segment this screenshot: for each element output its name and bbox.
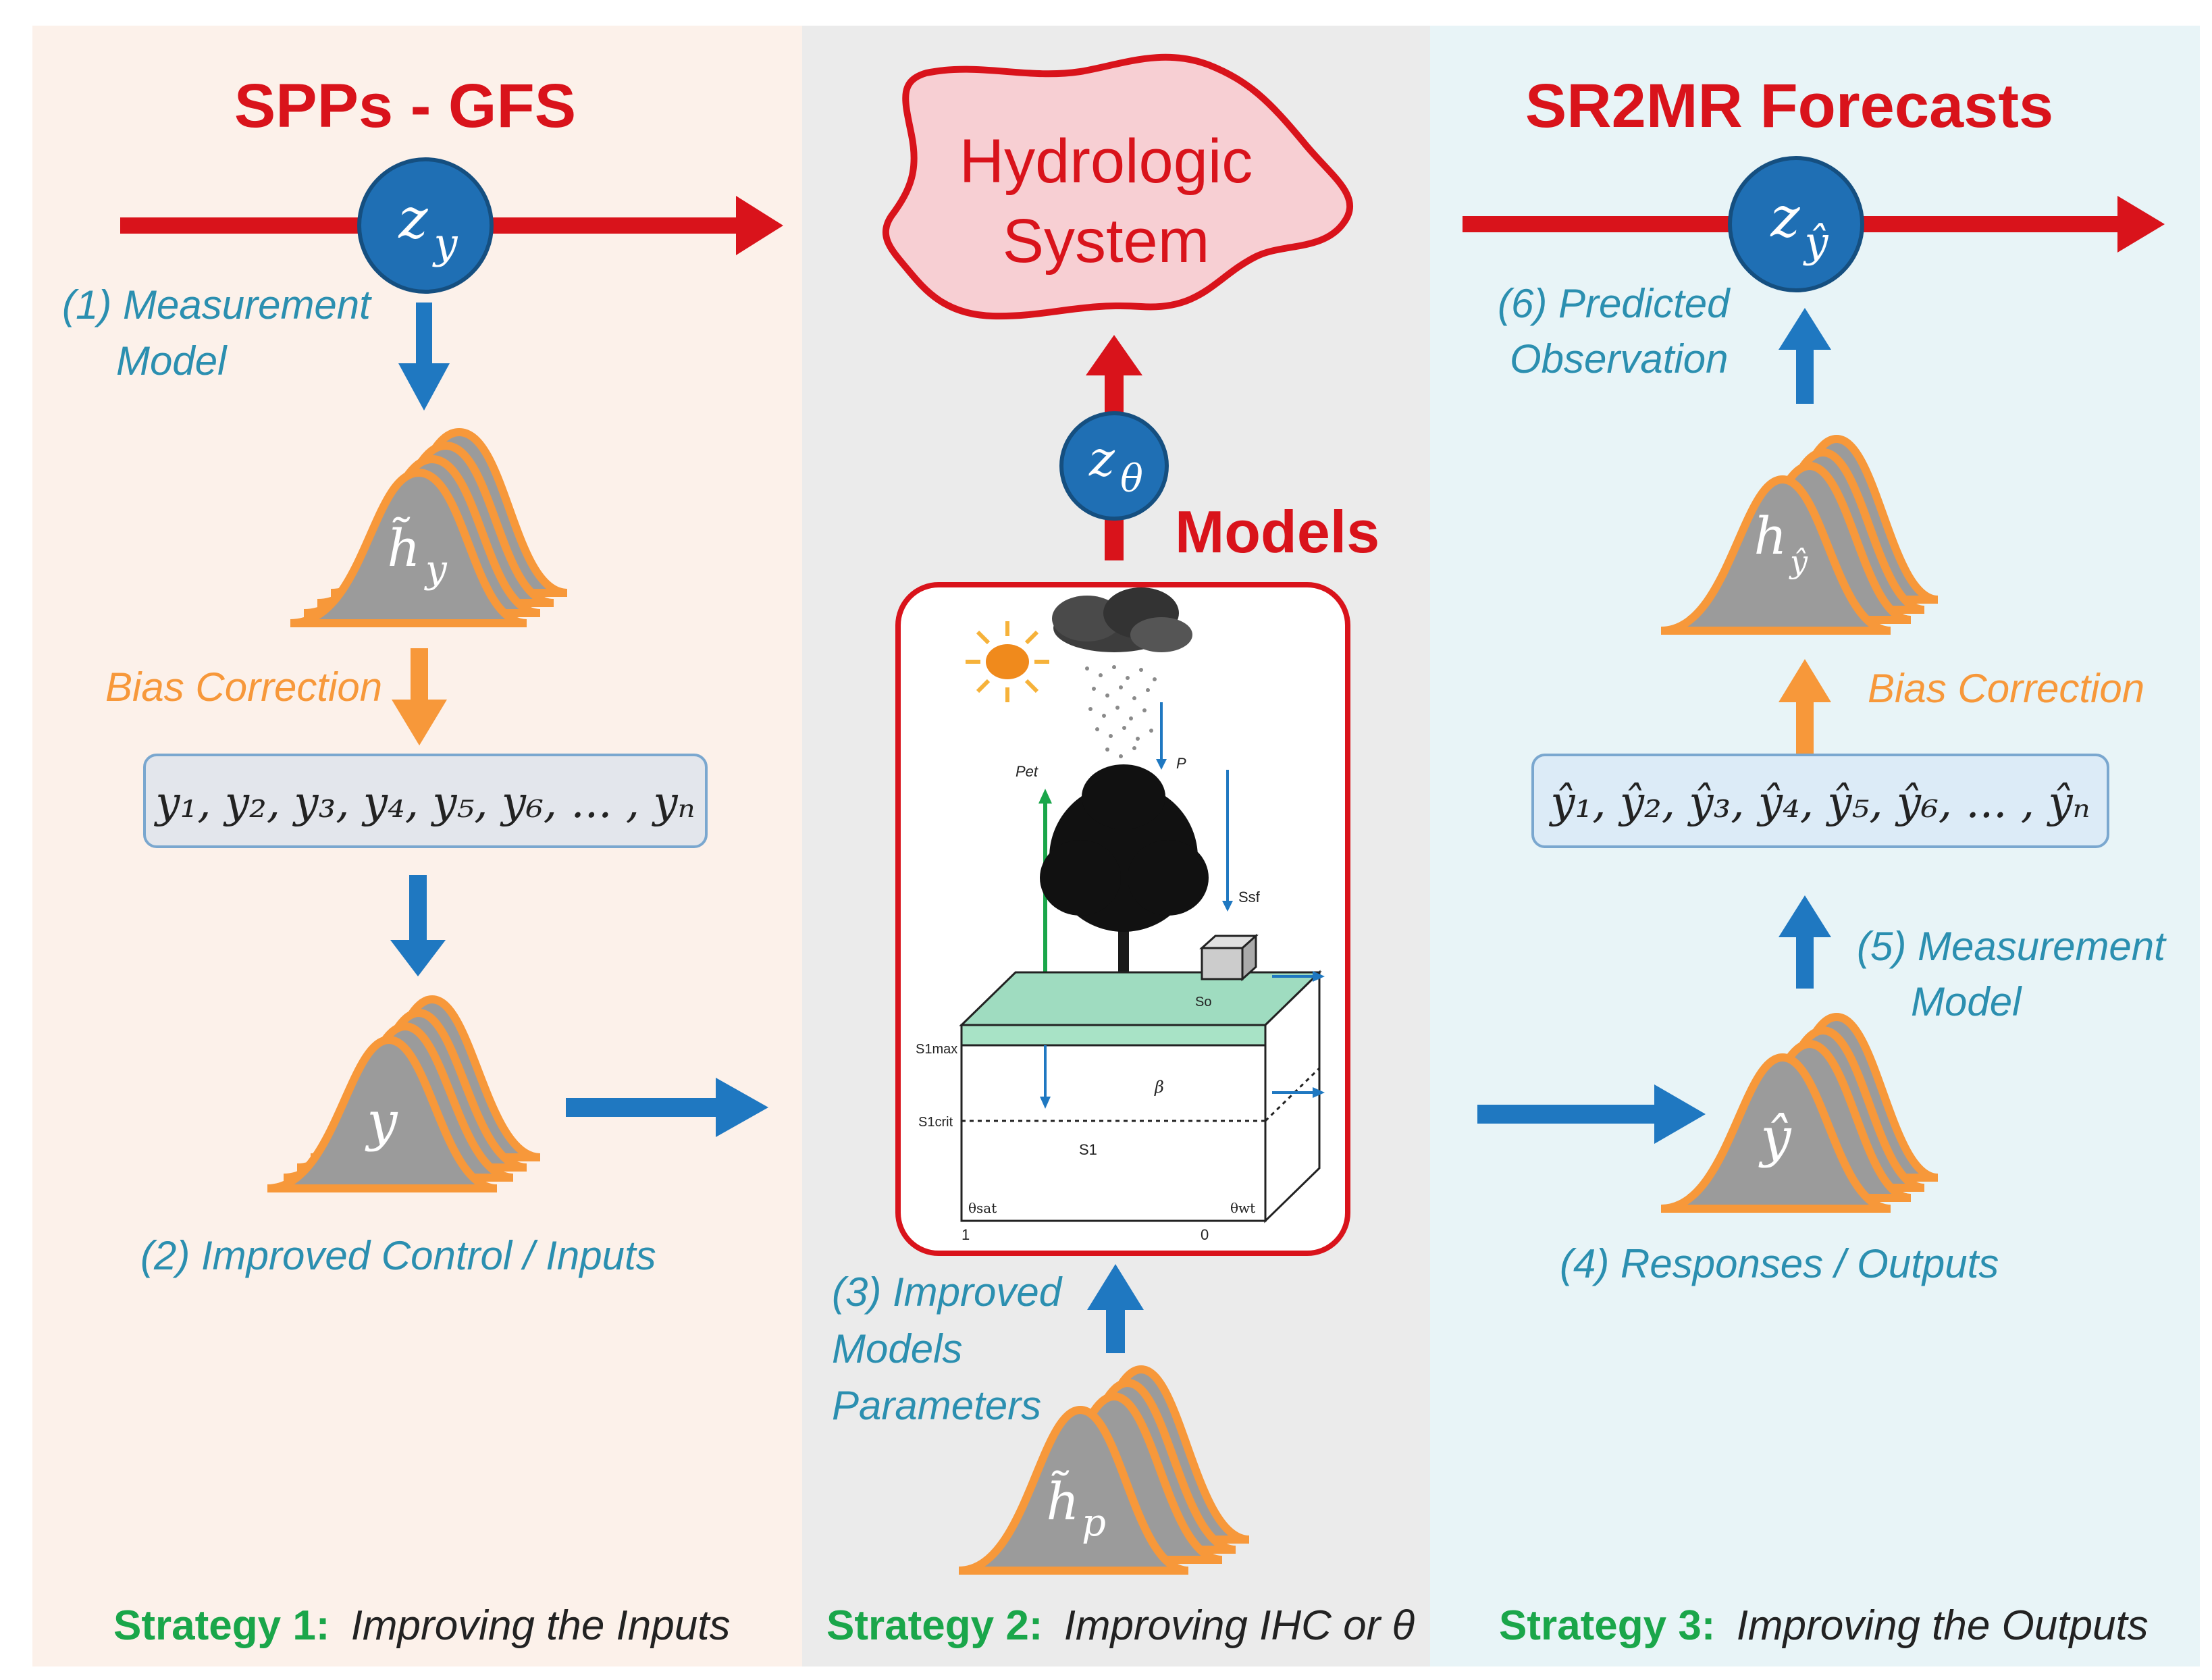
- right-title: SR2MR Forecasts: [1525, 72, 2053, 140]
- right-sequence-box: ŷ₁, ŷ₂, ŷ₃, ŷ₄, ŷ₅, ŷ₆, ... , ŷₙ: [1531, 754, 2109, 848]
- label-theta-sat: θsat: [968, 1200, 997, 1216]
- label-axis-one: 1: [962, 1226, 970, 1243]
- left-strategy: Strategy 1: Improving the Inputs: [113, 1602, 730, 1649]
- sun-icon: [966, 621, 1049, 702]
- left-node-zy: z y: [357, 157, 494, 294]
- soil-top-face: [959, 971, 1322, 1026]
- right-strategy-label: Strategy 3:: [1499, 1602, 1715, 1649]
- left-measurement-label-2: Model: [116, 338, 228, 384]
- middle-strategy-label: Strategy 2:: [826, 1602, 1043, 1649]
- right-bias-arrow: [1779, 659, 1831, 756]
- left-caption: (2) Improved Control / Inputs: [140, 1233, 656, 1278]
- middle-node-subscript: θ: [1120, 457, 1143, 501]
- params-label-1: (3) Improved: [832, 1269, 1063, 1315]
- middle-strategy-desc: Improving IHC or θ: [1064, 1602, 1415, 1649]
- label-theta-wt: θwt: [1230, 1200, 1255, 1216]
- right-measurement-label-1: (5) Measurement: [1857, 924, 2167, 969]
- right-strategy: Strategy 3: Improving the Outputs: [1499, 1602, 2149, 1649]
- label-axis-zero: 0: [1201, 1226, 1209, 1243]
- left-bias-label: Bias Correction: [105, 664, 382, 710]
- model-box: P Pet Ssf: [895, 582, 1350, 1256]
- right-dist-bottom: ŷ: [1660, 1012, 1939, 1213]
- right-node-symbol: z: [1770, 186, 1800, 250]
- middle-dist: h̃ p: [958, 1365, 1250, 1575]
- label-p: P: [1176, 755, 1186, 772]
- right-dist-bottom-symbol: ŷ: [1758, 1106, 1792, 1169]
- right-caption: (4) Responses / Outputs: [1560, 1241, 1999, 1286]
- soil-front-face: [960, 1044, 1267, 1222]
- right-node-zyhat: z ŷ: [1728, 156, 1864, 292]
- params-label-3: Parameters: [832, 1383, 1041, 1428]
- right-up-arrow-1: [1779, 308, 1831, 404]
- middle-dist-subscript: p: [1082, 1501, 1106, 1545]
- left-dist-bottom-symbol: y: [365, 1090, 398, 1153]
- label-beta: β: [1154, 1078, 1164, 1097]
- right-sequence-text: ŷ₁, ŷ₂, ŷ₃, ŷ₄, ŷ₅, ŷ₆, ... , ŷₙ: [1548, 778, 2090, 828]
- middle-to-right-arrow: [1477, 1084, 1706, 1144]
- middle-dist-symbol: h̃: [1047, 1469, 1080, 1531]
- middle-node-ztheta: z θ: [1059, 411, 1169, 521]
- left-dist-top: h̃ y: [290, 427, 568, 627]
- system-line-2: System: [1003, 207, 1210, 275]
- left-measurement-label-1: (1) Measurement: [62, 282, 372, 327]
- ssf-arrowhead: [1222, 901, 1233, 912]
- right-bias-label: Bias Correction: [1868, 666, 2144, 711]
- left-sequence-text: y₁, y₂, y₃, y₄, y₅, y₆, ... , yₙ: [153, 778, 695, 828]
- left-dist-bottom: y: [267, 995, 541, 1192]
- hydrologic-system-cloud: Hydrologic System: [882, 53, 1354, 320]
- rain-cloud-icon: [1052, 587, 1192, 758]
- left-down-arrow-2: [390, 875, 446, 976]
- middle-strategy: Strategy 2: Improving IHC or θ: [826, 1602, 1415, 1649]
- lateral-outflow-arrows: [1272, 971, 1325, 1098]
- left-to-middle-arrow: [566, 1078, 768, 1137]
- right-measurement-label-2: Model: [1911, 979, 2022, 1024]
- system-line-1: Hydrologic: [959, 127, 1253, 196]
- left-strategy-label: Strategy 1:: [113, 1602, 330, 1649]
- label-s1max: S1max: [916, 1042, 957, 1057]
- left-dist-top-subscript: y: [423, 548, 448, 592]
- right-strategy-desc: Improving the Outputs: [1737, 1602, 2149, 1649]
- right-predicted-label-1: (6) Predicted: [1498, 281, 1731, 326]
- middle-node-symbol: z: [1088, 430, 1115, 487]
- right-dist-top-symbol: h: [1754, 506, 1787, 566]
- left-sequence-box: y₁, y₂, y₃, y₄, y₅, y₆, ... , yₙ: [143, 754, 708, 848]
- right-node-subscript: ŷ: [1802, 217, 1828, 267]
- soil-surface-band: [960, 1024, 1267, 1047]
- pet-arrowhead: [1038, 789, 1052, 804]
- middle-up-arrow: [1087, 1264, 1144, 1353]
- label-ssf: Ssf: [1238, 889, 1261, 905]
- left-down-arrow-1: [398, 303, 450, 411]
- label-s1: S1: [1079, 1141, 1097, 1158]
- percolation-arrowhead: [1040, 1097, 1051, 1109]
- right-dist-top-subscript: ŷ: [1789, 544, 1808, 580]
- label-pet: Pet: [1016, 763, 1038, 780]
- label-s1crit: S1crit: [918, 1115, 953, 1130]
- soil-side-face: [1264, 970, 1321, 1224]
- params-label-2: Models: [832, 1326, 962, 1371]
- left-dist-top-symbol: h̃: [388, 515, 421, 578]
- label-so: So: [1195, 995, 1211, 1009]
- left-bias-arrow: [392, 648, 447, 745]
- overland-storage-icon: [1199, 933, 1259, 982]
- left-strategy-desc: Improving the Inputs: [351, 1602, 731, 1649]
- left-node-symbol: z: [398, 187, 428, 251]
- left-title: SPPs - GFS: [234, 72, 576, 140]
- left-node-subscript: y: [431, 219, 458, 268]
- models-label: Models: [1175, 498, 1379, 565]
- precip-arrowhead: [1156, 759, 1167, 770]
- right-dist-top: h ŷ: [1660, 434, 1939, 635]
- right-up-arrow-2: [1779, 895, 1831, 989]
- right-predicted-label-2: Observation: [1510, 336, 1729, 382]
